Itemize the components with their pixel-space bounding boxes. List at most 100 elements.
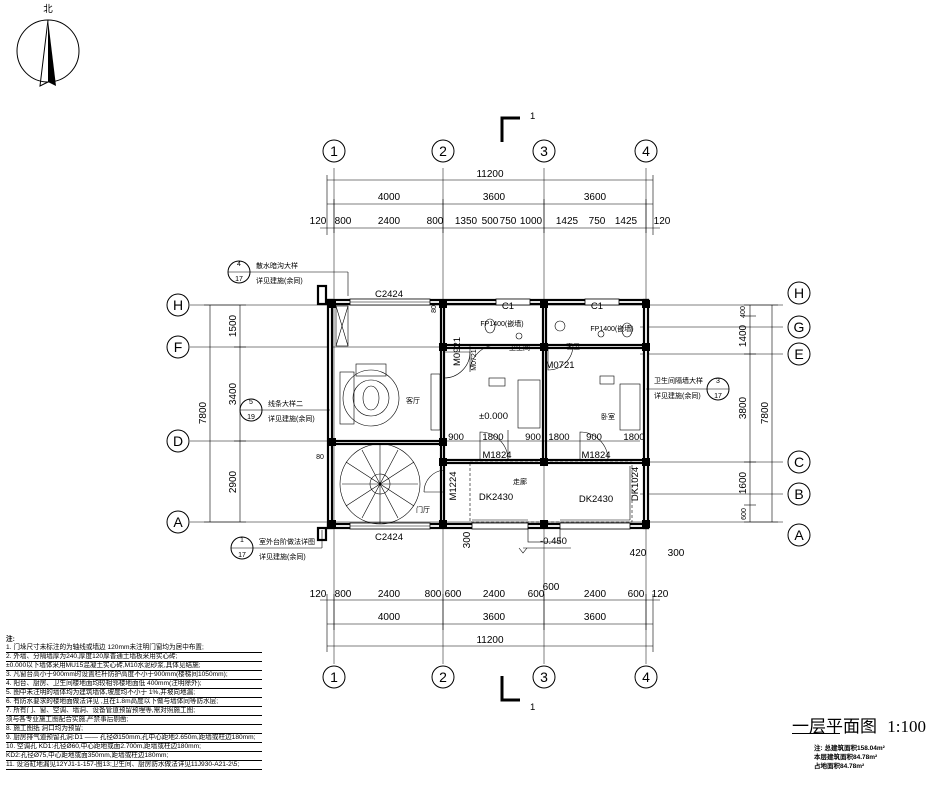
dimensions-right: 400 1400 3800 1600 600 7800 <box>738 304 778 523</box>
svg-text:500: 500 <box>482 216 499 227</box>
note-line: 9. 厨房排气道预留孔洞:D1 —— 孔径Ø150mm,孔中心距地2.650m,… <box>6 734 262 743</box>
svg-text:DK2430: DK2430 <box>479 492 513 503</box>
svg-text:3600: 3600 <box>584 612 607 623</box>
svg-text:17: 17 <box>235 276 243 283</box>
svg-text:2: 2 <box>439 669 447 685</box>
svg-text:走廊: 走廊 <box>513 477 527 486</box>
svg-text:DK1024: DK1024 <box>630 467 641 501</box>
general-notes: 注: 1. 门垛尺寸未标注的为轴线或墙边 120mm未注明门窗均为居中布置; 2… <box>0 636 268 791</box>
svg-text:120: 120 <box>310 589 327 600</box>
windows: C2424 C2424 C1 C1 <box>349 289 631 543</box>
svg-text:2400: 2400 <box>378 216 401 227</box>
dimensions-top: 11200 4000 3600 3600 120 800 2400 800 13… <box>310 169 671 235</box>
svg-text:2: 2 <box>439 143 447 159</box>
svg-text:400: 400 <box>740 306 747 318</box>
svg-text:1: 1 <box>530 702 535 713</box>
svg-text:散水暗沟大样: 散水暗沟大样 <box>256 261 298 270</box>
svg-text:A: A <box>173 514 183 530</box>
svg-text:600: 600 <box>543 582 560 593</box>
note-line: 须与各专业施工图配合实施,严禁事后剔凿; <box>6 716 262 725</box>
north-label: 北 <box>43 4 53 15</box>
area-stat: 注: 总建筑面积158.04m² <box>814 745 885 752</box>
svg-text:G: G <box>794 319 805 335</box>
svg-text:3400: 3400 <box>228 382 239 405</box>
svg-text:3800: 3800 <box>738 396 749 419</box>
svg-text:4: 4 <box>237 261 241 268</box>
svg-text:2400: 2400 <box>483 589 506 600</box>
svg-text:1800: 1800 <box>482 432 503 443</box>
svg-text:750: 750 <box>500 216 517 227</box>
svg-text:900: 900 <box>525 432 541 443</box>
window-c2424-top: C2424 <box>375 289 403 300</box>
detail-ref-5: 5 19 线条大样二 详见建施(余同) <box>239 398 330 423</box>
detail-ref-1: 1 17 室外台阶做法详图 详见建施(余同) <box>230 530 323 561</box>
axis-bubbles-horizontal: H F D A H G E C B A <box>166 281 811 547</box>
title-underline <box>792 733 840 734</box>
inner-dimensions: 900 1800 900 1800 900 1800 <box>446 432 645 443</box>
svg-text:7800: 7800 <box>198 401 209 424</box>
svg-text:3: 3 <box>540 669 548 685</box>
svg-text:11200: 11200 <box>476 169 504 180</box>
svg-text:5: 5 <box>249 399 253 406</box>
svg-text:M0721: M0721 <box>545 360 574 371</box>
svg-text:2900: 2900 <box>228 470 239 493</box>
svg-text:900: 900 <box>586 432 602 443</box>
svg-text:4000: 4000 <box>378 192 401 203</box>
notes-heading: 注: <box>6 636 15 643</box>
structural-columns <box>328 300 650 528</box>
svg-text:M1824: M1824 <box>581 450 610 461</box>
detail-ref-4: 4 17 散水暗沟大样 详见建施(余同) <box>227 260 349 296</box>
svg-text:M1824: M1824 <box>482 450 511 461</box>
svg-text:门厅: 门厅 <box>416 505 430 514</box>
note-line: KD2:孔径Ø75,中心距地或面350mm,距墙或柱边180mm; <box>6 752 262 761</box>
svg-text:3600: 3600 <box>483 192 506 203</box>
detail-ref-3: 3 17 卫生间隔墙大样 详见建施(余同) <box>646 376 730 401</box>
section-mark-bottom: 1 <box>500 676 535 713</box>
svg-text:室外台阶做法详图: 室外台阶做法详图 <box>259 537 315 546</box>
svg-text:卫生间: 卫生间 <box>509 343 530 352</box>
svg-text:1: 1 <box>530 111 535 122</box>
svg-text:4: 4 <box>642 669 650 685</box>
svg-text:420: 420 <box>630 548 647 559</box>
svg-text:300: 300 <box>462 531 473 548</box>
svg-text:3: 3 <box>540 143 548 159</box>
note-line: 8. 施工图纸 洞口均为预留; <box>6 725 262 734</box>
drawing-title: 一层平面图 1:100 <box>792 717 926 736</box>
svg-text:B: B <box>794 486 803 502</box>
note-line: 2. 外墙、分隔墙厚为240,厚度120厚普通土墙板采用实心砖; <box>6 653 262 662</box>
svg-text:D: D <box>173 433 183 449</box>
svg-text:M0921: M0921 <box>452 337 463 366</box>
room-labels: 客厅 卫生间 客卫 卧室 走廊 门厅 ±0.000 -0.450 <box>406 342 615 554</box>
area-stat: 占地面积84.78m² <box>814 763 865 770</box>
svg-text:600: 600 <box>528 589 545 600</box>
svg-text:17: 17 <box>714 393 722 400</box>
axis-bubbles-vertical: 1 2 3 4 1 2 3 4 <box>322 139 658 689</box>
svg-text:E: E <box>794 346 803 362</box>
furniture <box>335 305 641 543</box>
svg-text:11200: 11200 <box>476 635 504 646</box>
svg-text:1350: 1350 <box>455 216 478 227</box>
svg-text:H: H <box>173 297 183 313</box>
svg-text:3600: 3600 <box>584 192 607 203</box>
svg-text:1: 1 <box>330 143 338 159</box>
svg-text:A: A <box>794 527 804 543</box>
drawing-title-block: 一层平面图 1:100 注: 总建筑面积158.04m² 本层建筑面积84.78… <box>792 712 940 791</box>
svg-text:19: 19 <box>247 414 255 421</box>
svg-text:1000: 1000 <box>520 216 543 227</box>
svg-text:3: 3 <box>716 378 720 385</box>
svg-text:1425: 1425 <box>615 216 638 227</box>
svg-text:1800: 1800 <box>548 432 569 443</box>
svg-text:1500: 1500 <box>228 314 239 337</box>
window-c2424-bottom: C2424 <box>375 532 403 543</box>
north-arrow: 北 <box>16 4 80 87</box>
svg-text:客厅: 客厅 <box>406 396 420 405</box>
svg-text:800: 800 <box>425 589 442 600</box>
dimensions-left: 7800 1500 3400 2900 80 80 <box>198 304 438 523</box>
svg-text:80: 80 <box>431 305 438 313</box>
note-line: 5. 图中未注明的墙体均为建筑墙体,坡度均不小于 1%,并坡向地漏; <box>6 689 262 698</box>
svg-text:C1: C1 <box>591 301 603 312</box>
svg-text:DK2430: DK2430 <box>579 494 613 505</box>
svg-text:800: 800 <box>427 216 444 227</box>
svg-text:详见建施(余同): 详见建施(余同) <box>268 414 315 423</box>
section-mark-top: 1 <box>500 111 535 142</box>
